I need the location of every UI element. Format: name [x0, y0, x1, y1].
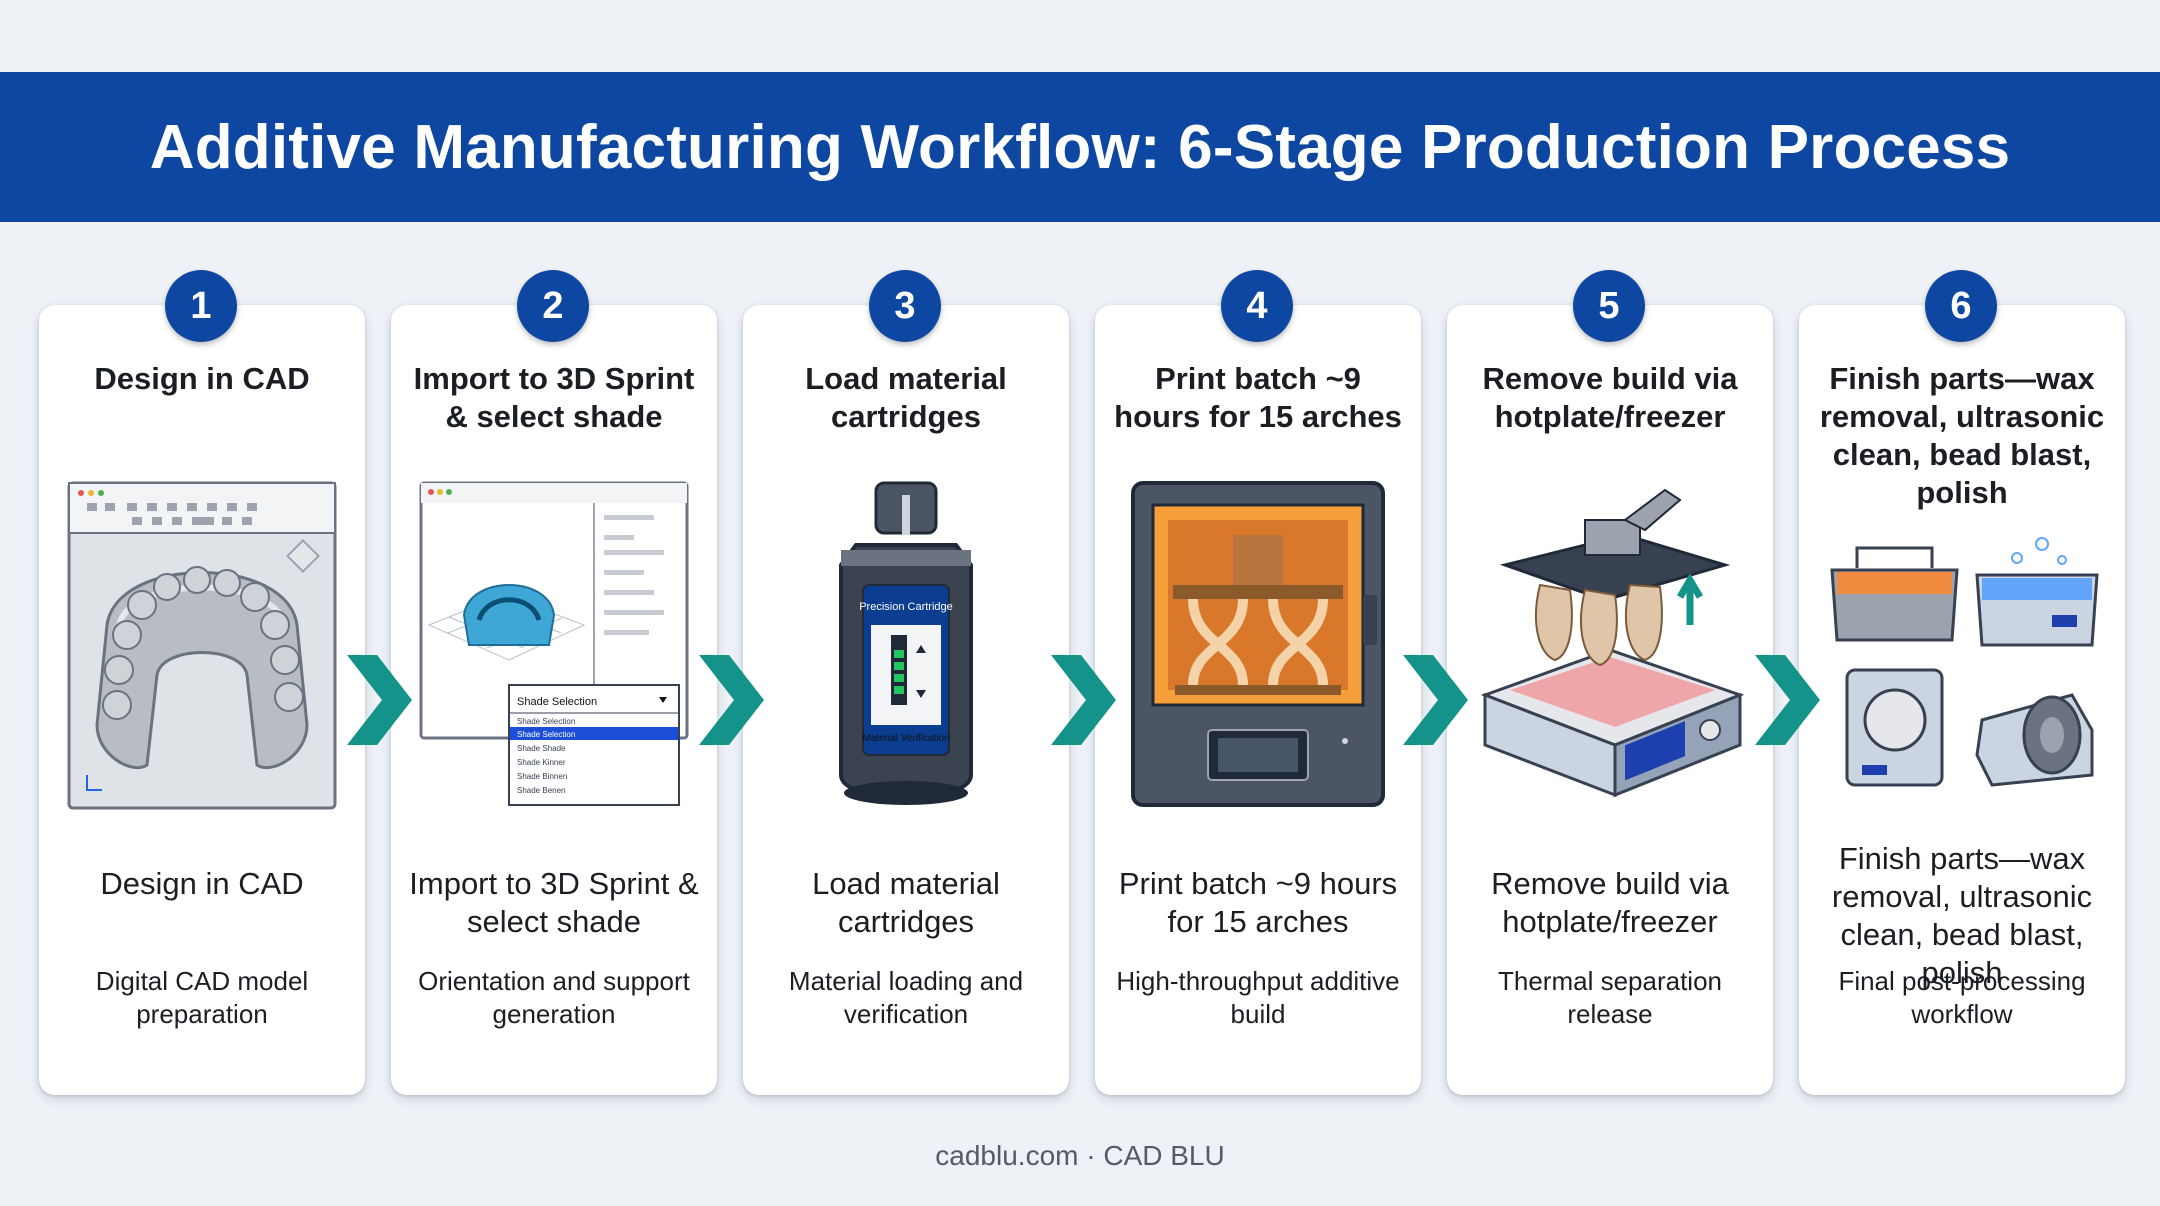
stage-2-card: Import to 3D Sprint & select shade Shade…: [391, 305, 717, 1095]
hotplate-build-removal-icon: [1465, 475, 1755, 815]
cad-dental-model-icon: [57, 475, 347, 815]
arrow-chevron-icon: [1051, 655, 1116, 745]
stage-4-title: Print batch ~9 hours for 15 arches: [1114, 361, 1402, 434]
software-shade-selection-icon: Shade Selection Shade Selection Shade Se…: [409, 475, 699, 815]
svg-text:Shade Shade: Shade Shade: [517, 744, 566, 753]
finishing-equipment-icon: [1817, 530, 2107, 820]
stage-1-card: Design in CAD Design in: [39, 305, 365, 1095]
arrow-chevron-icon: [699, 655, 764, 745]
stage-3-title: Load material cartridges: [805, 361, 1007, 434]
svg-text:Shade Binnen: Shade Binnen: [517, 772, 567, 781]
stage-2-description: Orientation and support generation: [418, 966, 690, 1029]
arrow-chevron-icon: [1403, 655, 1468, 745]
stage-5-description: Thermal separation release: [1498, 966, 1722, 1029]
stage-4-card: Print batch ~9 hours for 15 arches Print…: [1095, 305, 1421, 1095]
arrow-chevron-icon: [1755, 655, 1820, 745]
stage-5-title: Remove build via hotplate/freezer: [1482, 361, 1738, 434]
svg-text:Precision Cartridge: Precision Cartridge: [859, 601, 953, 613]
stage-6-title: Finish parts—wax removal, ultrasonic cle…: [1819, 361, 2105, 510]
page-title: Additive Manufacturing Workflow: 6-Stage…: [149, 112, 2011, 182]
stage-3-card: Load material cartridges Precision Cartr…: [743, 305, 1069, 1095]
stage-3-description: Material loading and verification: [788, 966, 1024, 1029]
stage-2-badge: 2: [517, 270, 589, 342]
stage-1-subtitle: Design in CAD: [100, 866, 304, 901]
3d-printer-icon: [1113, 475, 1403, 815]
stage-4-subtitle: Print batch ~9 hours for 15 arches: [1118, 866, 1398, 939]
stage-6-card: Finish parts—wax removal, ultrasonic cle…: [1799, 305, 2125, 1095]
stage-3-subtitle: Load material cartridges: [812, 866, 1000, 939]
stage-5-subtitle: Remove build via hotplate/freezer: [1491, 866, 1729, 939]
stage-6-subtitle: Finish parts—wax removal, ultrasonic cle…: [1831, 841, 2093, 990]
stage-5-card: Remove build via hotplate/freezer Remove…: [1447, 305, 1773, 1095]
footer-credit: cadblu.com · CAD BLU: [935, 1140, 1225, 1171]
svg-text:Material Verification: Material Verification: [862, 733, 949, 744]
arrow-chevron-icon: [347, 655, 412, 745]
svg-text:Shade Selection: Shade Selection: [517, 717, 575, 726]
svg-text:Shade Selection: Shade Selection: [517, 730, 575, 739]
material-cartridge-icon: Precision Cartridge Material Verificatio…: [761, 475, 1051, 815]
stage-1-description: Digital CAD model preparation: [95, 966, 309, 1029]
title-banner: Additive Manufacturing Workflow: 6-Stage…: [0, 72, 2160, 222]
stage-3-badge: 3: [869, 270, 941, 342]
stage-1-title: Design in CAD: [94, 361, 310, 396]
stage-6-description: Final post-processing workflow: [1838, 966, 2086, 1029]
stage-6-badge: 6: [1925, 270, 1997, 342]
svg-text:Shade Benen: Shade Benen: [517, 786, 566, 795]
stage-1-badge: 1: [165, 270, 237, 342]
stage-2-subtitle: Import to 3D Sprint & select shade: [409, 866, 699, 939]
svg-text:Shade Kinner: Shade Kinner: [517, 758, 566, 767]
stage-5-badge: 5: [1573, 270, 1645, 342]
stage-4-description: High-throughput additive build: [1116, 966, 1400, 1029]
shade-dropdown-label: Shade Selection: [517, 696, 597, 708]
stage-2-title: Import to 3D Sprint & select shade: [413, 361, 695, 434]
stage-4-badge: 4: [1221, 270, 1293, 342]
